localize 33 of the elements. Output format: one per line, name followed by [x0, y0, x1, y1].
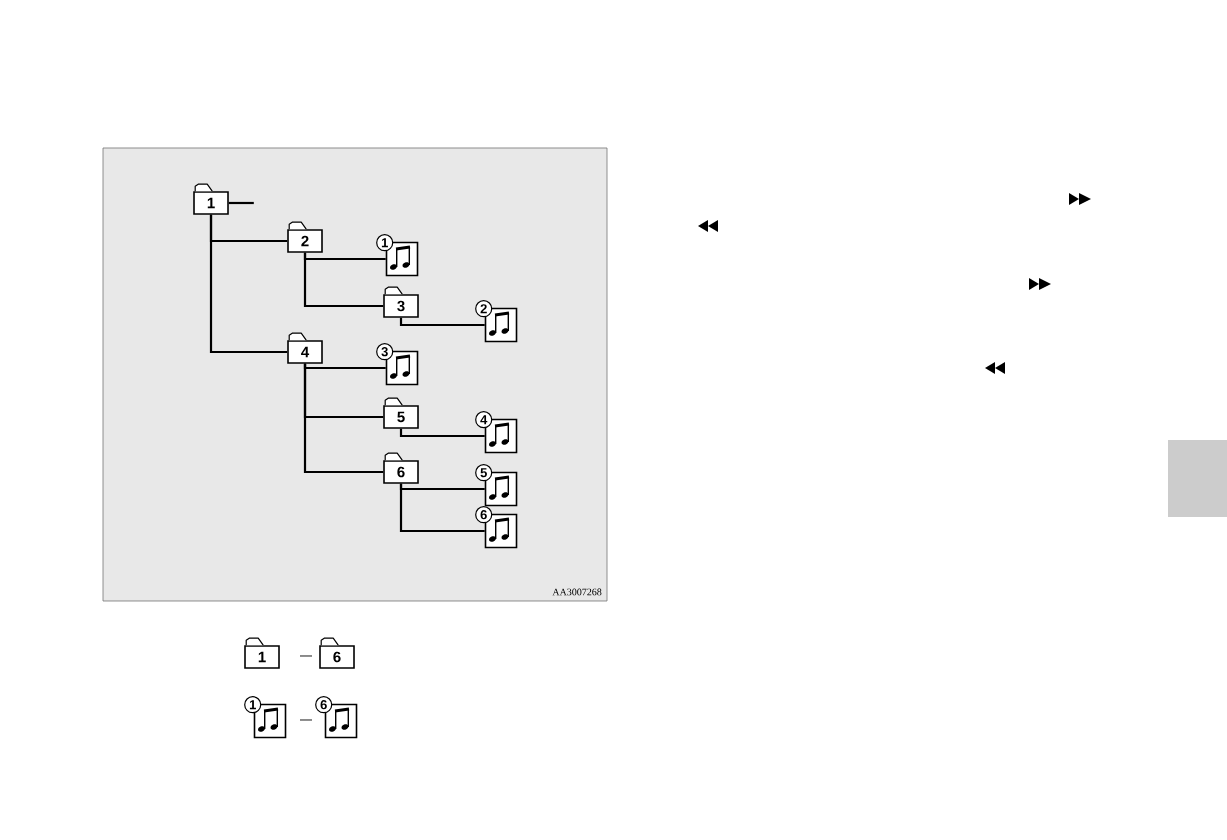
connector-line	[399, 317, 485, 327]
music-file-box: 3	[376, 343, 419, 386]
music-file-box: 6	[315, 696, 358, 739]
music-file-box: 1	[376, 234, 419, 277]
folder-box: 4	[287, 332, 323, 364]
music-file-box: 1	[244, 696, 287, 739]
music-file-box: 5	[475, 464, 518, 507]
music-file-box: 2	[475, 300, 518, 343]
folder-box: 2	[287, 221, 323, 253]
connector-line	[399, 428, 485, 438]
folder-box: 3	[383, 286, 419, 318]
folder-box: 1	[193, 183, 229, 215]
node-label: 4	[480, 415, 488, 425]
music-file-box: 6	[475, 506, 518, 549]
music-file-box: 4	[475, 411, 518, 454]
node-label: 5	[480, 468, 487, 478]
node-label: 6	[320, 700, 327, 710]
connector-line	[399, 483, 485, 533]
connector-line	[228, 201, 254, 205]
folder-box: 6	[383, 452, 419, 484]
figure-code: AA3007268	[552, 588, 602, 596]
folder-box: 5	[383, 397, 419, 429]
node-label: 3	[381, 347, 388, 357]
folder-box: 1	[244, 637, 280, 669]
folder-box: 6	[319, 637, 355, 669]
node-label: 2	[480, 304, 487, 314]
side-tab	[1168, 440, 1227, 517]
connector-line	[303, 363, 384, 474]
node-label: 1	[249, 700, 256, 710]
connector-line	[209, 214, 288, 354]
connector-line	[303, 252, 384, 308]
node-label: 6	[480, 510, 487, 520]
node-label: 1	[381, 238, 388, 248]
